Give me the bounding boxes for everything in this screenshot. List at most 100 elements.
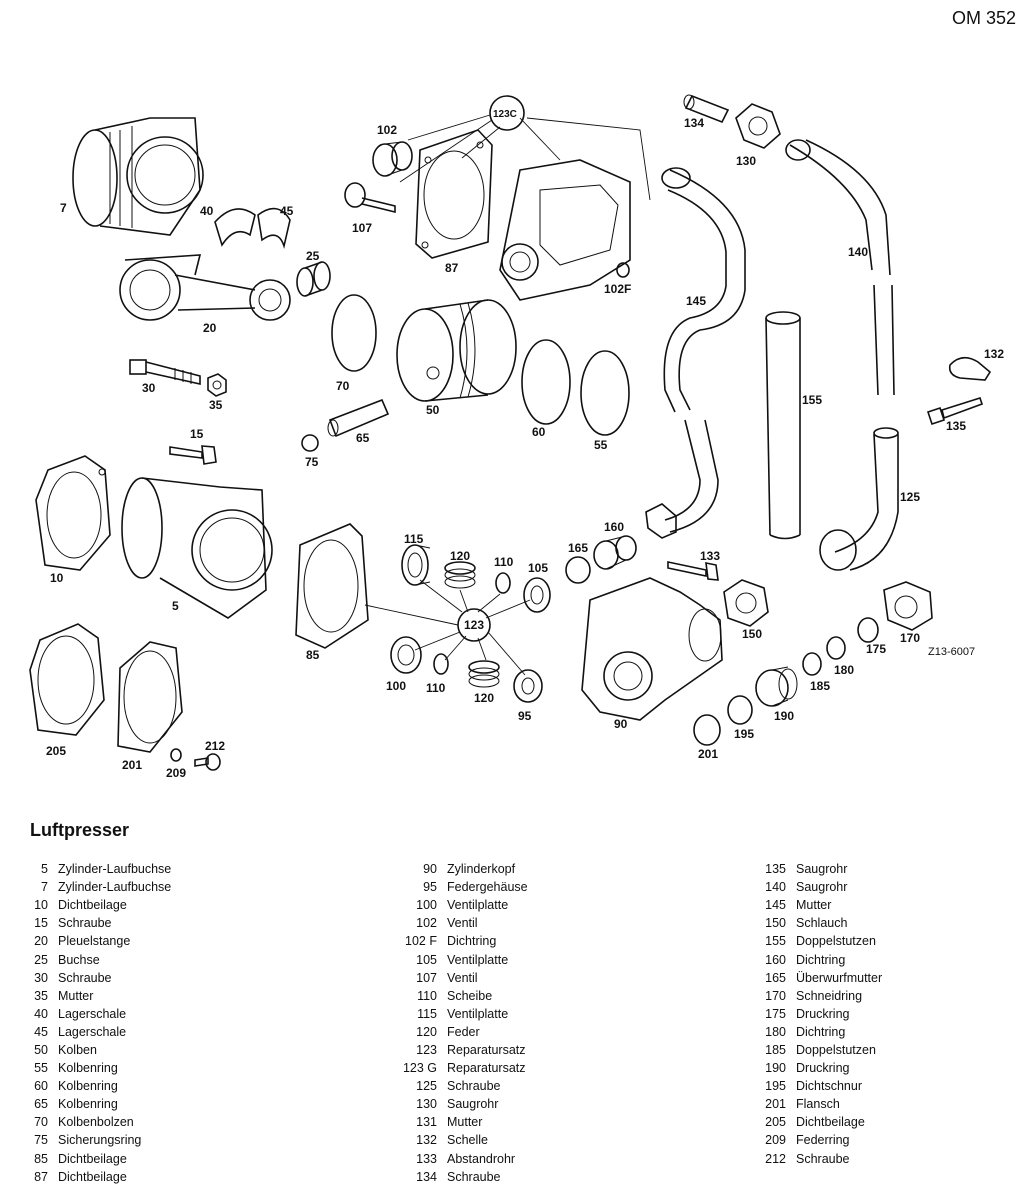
legend-part-number: 65 bbox=[34, 1097, 48, 1112]
gasket-87 bbox=[415, 129, 493, 259]
legend-row: 150 Schlauch bbox=[758, 914, 882, 932]
spring-120-bottom bbox=[468, 660, 500, 688]
legend-row: 102 Ventil bbox=[395, 914, 528, 932]
legend-part-name: Dichtbeilage bbox=[58, 1151, 127, 1166]
legend-part-name: Reparatursatz bbox=[447, 1042, 526, 1057]
drawing-id: Z13-6007 bbox=[928, 646, 975, 658]
piston-ring-55 bbox=[580, 350, 630, 436]
legend-part-number: 110 bbox=[417, 988, 437, 1003]
legend-part-number: 7 bbox=[41, 880, 48, 895]
legend-part-name: Ventil bbox=[447, 916, 478, 931]
legend-part-name: Schlauch bbox=[796, 916, 848, 931]
legend-part-number: 5 bbox=[41, 862, 48, 877]
legend-part-name: Kolben bbox=[58, 1042, 97, 1057]
legend-part-number: 160 bbox=[765, 952, 786, 967]
callout-115: 115 bbox=[404, 532, 424, 546]
callout-110-bottom: 110 bbox=[426, 681, 446, 695]
callout-75: 75 bbox=[305, 455, 319, 469]
legend-part-name: Feder bbox=[447, 1024, 480, 1039]
legend-part-number: 185 bbox=[765, 1042, 786, 1057]
legend-part-number: 150 bbox=[765, 916, 786, 931]
legend-part-name: Schraube bbox=[447, 1079, 501, 1094]
legend-part-number: 205 bbox=[765, 1115, 786, 1130]
legend-part-number: 209 bbox=[765, 1133, 786, 1148]
legend-part-number: 123 G bbox=[402, 1061, 437, 1076]
callout-95: 95 bbox=[518, 709, 532, 723]
legend-part-name: Schraube bbox=[58, 970, 112, 985]
cylinder-head-90 bbox=[581, 577, 723, 721]
legend-part-name: Schneidring bbox=[796, 988, 863, 1003]
legend-part-name: Mutter bbox=[796, 898, 832, 913]
legend-part-name: Kolbenring bbox=[58, 1061, 118, 1076]
callout-120-top: 120 bbox=[450, 549, 470, 563]
seal-ring-102f bbox=[616, 262, 630, 278]
legend-part-name: Dichtschnur bbox=[796, 1079, 862, 1094]
legend-part-name: Schraube bbox=[447, 1169, 501, 1184]
union-nut-165 bbox=[883, 581, 933, 631]
callout-160: 165 bbox=[568, 541, 588, 555]
exploded-parts-diagram: 7 40 45 20 25 30 35 102 107 123C 87 102F… bbox=[29, 94, 1004, 780]
piston-ring-65 bbox=[331, 294, 377, 372]
legend-part-name: Druckring bbox=[796, 1006, 850, 1021]
valve-plate-115 bbox=[401, 544, 431, 586]
legend-part-name: Buchse bbox=[58, 952, 100, 967]
legend-part-number: 212 bbox=[765, 1151, 786, 1166]
connecting-rod-20 bbox=[119, 254, 291, 321]
spacer-tube-133 bbox=[683, 94, 730, 124]
legend-part-number: 145 bbox=[765, 898, 786, 913]
valve-plate-100 bbox=[390, 636, 422, 674]
legend-part-name: Lagerschale bbox=[58, 1006, 127, 1021]
legend-row: 145 Mutter bbox=[758, 896, 882, 914]
callout-120-bottom: 120 bbox=[474, 691, 494, 705]
legend-part-name: Flansch bbox=[796, 1097, 840, 1112]
spring-120-top bbox=[444, 561, 476, 589]
legend-part-name: Federring bbox=[796, 1133, 850, 1148]
spring-housing-95 bbox=[513, 669, 543, 703]
legend-part-name: Federgehäuse bbox=[447, 880, 528, 895]
legend-part-number: 85 bbox=[34, 1151, 48, 1166]
bushing-25 bbox=[296, 261, 331, 297]
legend-part-number: 50 bbox=[34, 1042, 48, 1057]
callout-175: 180 bbox=[834, 663, 854, 677]
legend-part-number: 90 bbox=[423, 862, 437, 877]
legend-part-number: 102 bbox=[416, 916, 437, 931]
cylinder-liner-7 bbox=[72, 117, 204, 236]
legend-part-name: Dichtbeilage bbox=[796, 1115, 865, 1130]
legend-part-name: Dichtring bbox=[796, 952, 846, 967]
callout-180: 185 bbox=[810, 679, 830, 693]
legend-row: 185 Doppelstutzen bbox=[758, 1041, 882, 1059]
legend-part-name: Mutter bbox=[447, 1115, 483, 1130]
legend-part-name: Dichtring bbox=[796, 1024, 846, 1039]
pressure-ring-190 bbox=[727, 695, 753, 725]
callout-5: 5 bbox=[172, 599, 179, 613]
repair-kit-leaders bbox=[364, 95, 651, 676]
callout-87: 87 bbox=[445, 261, 459, 275]
legend-part-number: 135 bbox=[765, 862, 786, 877]
legend-part-name: Dichtring bbox=[447, 934, 497, 949]
legend-part-name: Doppelstutzen bbox=[796, 1042, 876, 1057]
screw-15 bbox=[169, 445, 217, 465]
legend-part-name: Saugrohr bbox=[447, 1097, 499, 1112]
legend-part-name: Dichtbeilage bbox=[58, 1169, 127, 1184]
legend-part-number: 20 bbox=[34, 934, 48, 949]
screw-212 bbox=[194, 753, 221, 771]
washer-110-bottom bbox=[433, 653, 449, 675]
